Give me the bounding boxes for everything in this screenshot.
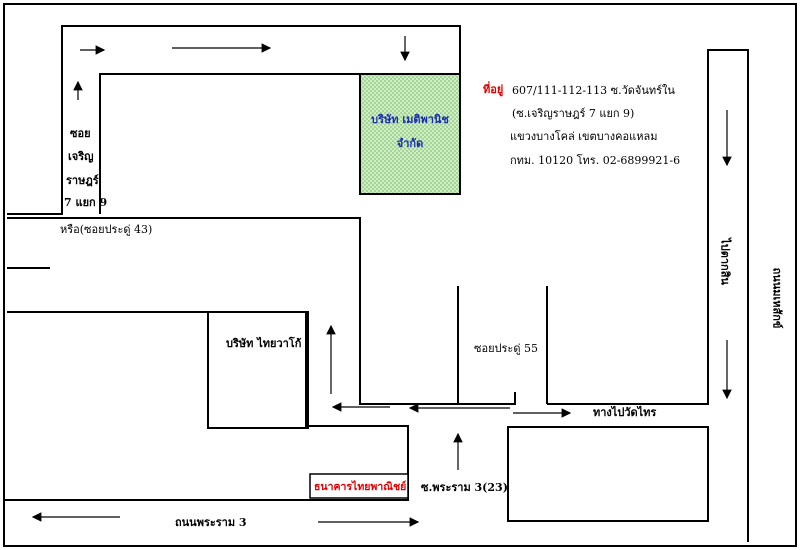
soi-charoen-label-3: ราษฎร์ <box>66 174 99 187</box>
soi-charoen-label-4: 7 แยก 9 <box>64 196 108 209</box>
scb-bank-label: ธนาคารไทยพาณิชย์ <box>314 481 407 493</box>
company-name-suffix: จำกัด <box>396 137 424 150</box>
to-wat-sai-label: ทางไปวัดไทร <box>593 406 657 419</box>
rama3-road-label: ถนนพระราม 3 <box>175 516 247 529</box>
map-frame <box>3 3 797 547</box>
right-road-label: ถนนมเหสักข์ <box>770 267 784 329</box>
bank-block <box>309 473 409 499</box>
soi-charoen-label-1: ซอย <box>70 127 91 140</box>
soi-charoen-label-2: เจริญ <box>68 150 94 163</box>
company-name: บริษัท เมติพานิช <box>371 113 449 126</box>
soi-rama3-23-label: ซ.พระราม 3(23) <box>421 481 508 494</box>
company-block <box>359 73 461 195</box>
address-line-1: 607/111-112-113 ซ.วัดจันทร์ใน <box>512 84 675 97</box>
address-line-2: (ซ.เจริญราษฎร์ 7 แยก 9) <box>512 107 635 120</box>
address-line-3: แขวงบางโคล่ เขตบางคอแหลม <box>510 130 658 143</box>
address-label: ที่อยู่ <box>483 83 504 96</box>
address-line-4: กทม. 10120 โทร. 02-6899921-6 <box>510 154 681 167</box>
soi-pradu-55-label: ซอยประดู่ 55 <box>474 342 538 355</box>
soi-charoen-alt-label: หรือ(ซอยประดู่ 43) <box>60 223 153 236</box>
traffic-arrows <box>31 36 732 527</box>
thai-wacoal-label: บริษัท ไทยวาโก้ <box>226 337 302 350</box>
tok-tai-label: ไปตากสิน <box>718 238 732 285</box>
